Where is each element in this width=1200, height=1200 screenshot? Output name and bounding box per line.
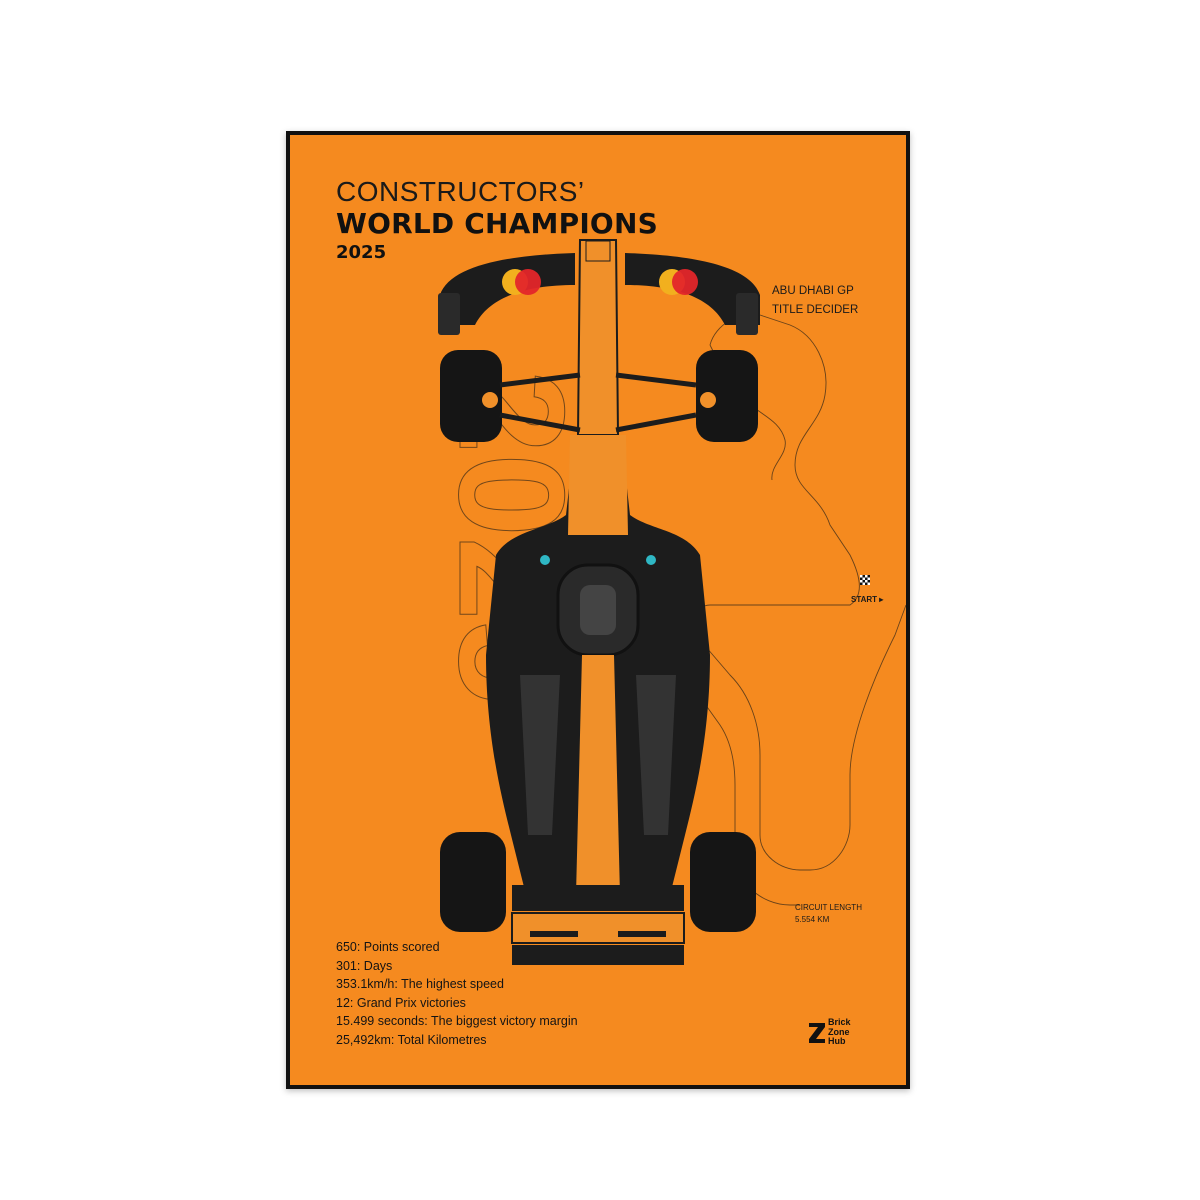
title-world-champions: WORLD CHAMPIONS: [336, 207, 658, 240]
stat-item: 353.1km/h: The highest speed: [336, 977, 504, 991]
stat-item: 301: Days: [336, 958, 393, 973]
race-name: ABU DHABI GP: [772, 285, 854, 297]
race-subtitle: TITLE DECIDER: [772, 304, 859, 316]
f1-car-illustration: [438, 239, 760, 965]
circuit-length-label: CIRCUIT LENGTH: [795, 903, 862, 912]
race-caption: ABU DHABI GP TITLE DECIDER: [772, 282, 858, 320]
season-stats-list: 650: Points scored 301: Days 353.1km/h: …: [336, 938, 578, 1049]
nose-cone: [576, 239, 620, 436]
circuit-length: CIRCUIT LENGTH 5.554 KM: [795, 902, 862, 926]
stat-item: 650: Points scored: [336, 940, 440, 954]
front-wing: [438, 253, 760, 335]
brand-name: Brick Zone Hub: [828, 1017, 851, 1046]
brand-z-logo-icon: [809, 1023, 825, 1043]
stat-item: 15.499 seconds: The biggest victory marg…: [336, 1014, 578, 1028]
chequered-flag-icon: [860, 575, 870, 585]
title-constructors: CONSTRUCTORS’: [336, 176, 585, 207]
poster: 2025 CONSTRUCTORS’ WORLD CHAMPIONS 2025 …: [290, 135, 906, 1085]
stat-item: 25,492km: Total Kilometres: [336, 1032, 487, 1047]
poster-frame: 2025 CONSTRUCTORS’ WORLD CHAMPIONS 2025 …: [286, 131, 910, 1089]
brand-logo: Brick Zone Hub: [807, 1016, 867, 1050]
front-wheels: [440, 350, 758, 442]
stat-item: 12: Grand Prix victories: [336, 995, 466, 1010]
title-year: 2025: [336, 242, 387, 263]
start-label: START ▸: [851, 595, 884, 604]
circuit-length-value: 5.554 KM: [795, 915, 830, 924]
rear-wheels: [440, 832, 756, 932]
rear-wing: [511, 885, 685, 965]
